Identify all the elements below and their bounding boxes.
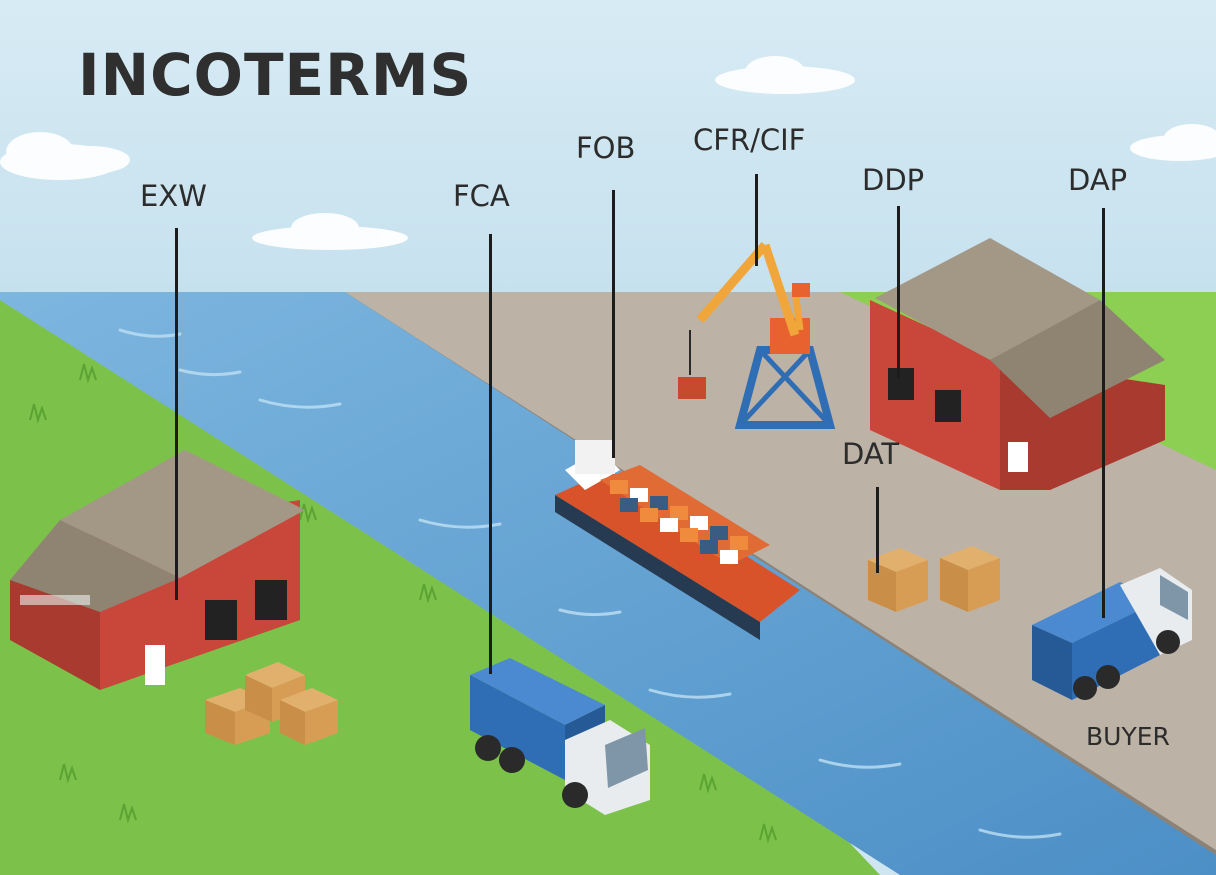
river xyxy=(0,292,1216,875)
pointer-dap xyxy=(1102,208,1105,618)
sky xyxy=(0,0,1216,295)
pointer-ddp xyxy=(897,206,900,378)
buyer-warehouse xyxy=(870,238,1165,490)
clouds xyxy=(0,56,1216,250)
pointer-fca xyxy=(489,234,492,674)
label-fob: FOB xyxy=(576,131,636,165)
container-ship xyxy=(555,440,800,640)
buyer-label: BUYER xyxy=(1086,722,1170,751)
river-waves xyxy=(118,328,1062,839)
cargo-boxes-left xyxy=(205,662,338,745)
label-exw: EXW xyxy=(140,179,207,213)
pointer-exw xyxy=(175,228,178,600)
label-cfr-cif: CFR/CIF xyxy=(693,123,806,157)
port-crane xyxy=(678,242,836,429)
fca-truck xyxy=(470,658,650,815)
pointer-fob xyxy=(612,190,615,458)
cargo-boxes-dat xyxy=(868,546,1000,612)
label-dat: DAT xyxy=(842,437,900,471)
label-dap: DAP xyxy=(1068,163,1128,197)
pointer-cfr-cif xyxy=(755,174,758,266)
ship-containers xyxy=(610,480,748,564)
label-fca: FCA xyxy=(453,179,510,213)
label-ddp: DDP xyxy=(862,163,925,197)
page-title: INCOTERMS xyxy=(78,41,473,109)
dap-truck xyxy=(1032,568,1192,700)
pointer-dat xyxy=(876,487,879,573)
grass-tufts xyxy=(29,363,777,844)
seller-warehouse xyxy=(10,450,305,690)
